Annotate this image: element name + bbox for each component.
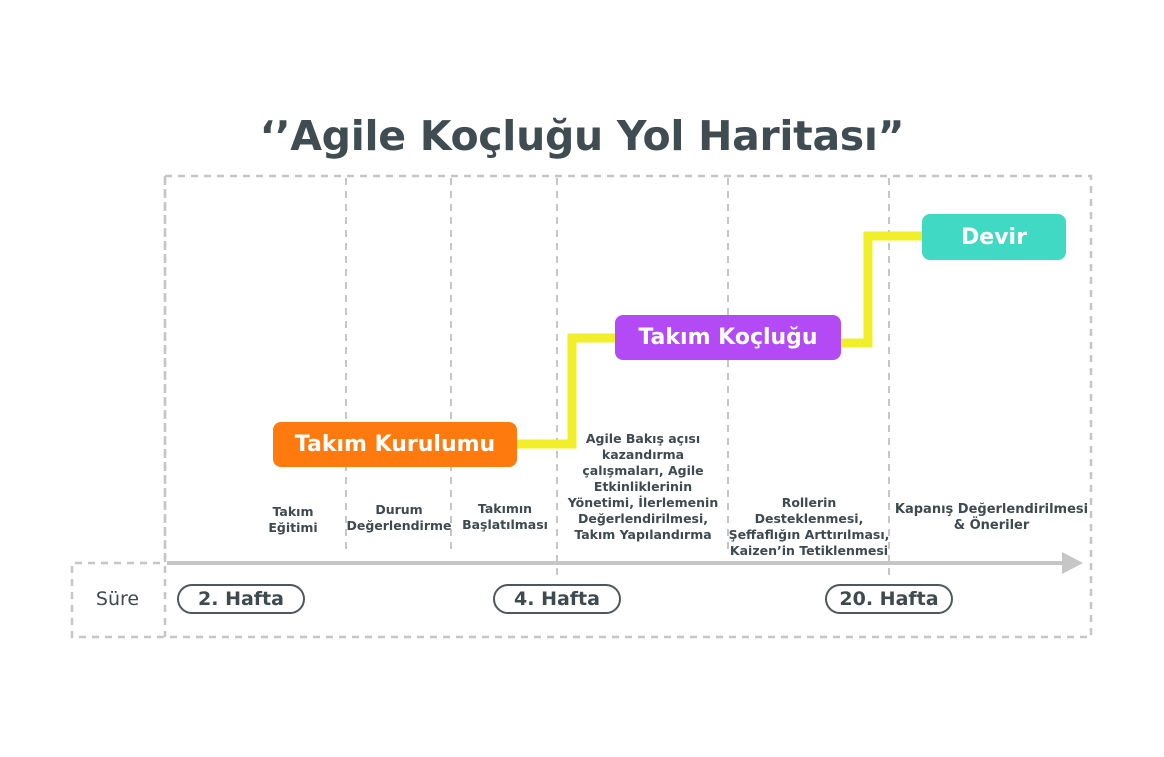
duration-label: Süre — [95, 588, 140, 610]
activity-line: kazandırma — [601, 447, 685, 462]
activity-line: Eğitimi — [268, 520, 318, 535]
activity-line: Kapanış Değerlendirilmesi — [894, 502, 1089, 517]
milestone-week-2: 2. Hafta — [177, 584, 305, 614]
timeline-arrow-head — [1062, 552, 1083, 574]
page-title: ‘’Agile Koçluğu Yol Haritası” — [259, 112, 905, 160]
step-team-setup: Takım Kurulumu — [273, 422, 517, 467]
activity-line: çalışmaları, Agile — [582, 463, 704, 478]
activity-role-support: Rollerin Desteklenmesi, Şeffaflığın Artt… — [728, 495, 890, 559]
activity-closing-review: Kapanış Değerlendirilmesi & Öneriler — [890, 502, 1093, 534]
progress-path — [517, 231, 922, 449]
activity-line: Agile Bakış açısı — [585, 431, 701, 446]
activity-team-training: Takım Eğitimi — [240, 504, 346, 536]
activity-situation-assessment: Durum Değerlendirme — [346, 502, 452, 534]
activity-line: Rollerin Desteklenmesi, — [754, 495, 864, 526]
step-team-coaching: Takım Koçluğu — [615, 315, 841, 360]
activity-line: & Öneriler — [953, 518, 1030, 533]
activity-line: Değerlendirme — [346, 518, 452, 533]
activity-agile-mindset: Agile Bakış açısı kazandırma çalışmaları… — [558, 431, 728, 543]
activity-line: Kaizen’in Tetiklenmesi — [729, 543, 889, 558]
activity-line: Başlatılması — [462, 517, 548, 532]
step-handover: Devir — [922, 214, 1066, 260]
activity-line: Şeffaflığın Arttırılması, — [728, 527, 890, 542]
activity-line: Takım — [272, 504, 314, 519]
activity-line: Yönetimi, İlerlemenin — [567, 495, 719, 510]
milestone-week-20: 20. Hafta — [825, 584, 953, 614]
activity-line: Takımın — [477, 501, 533, 516]
activity-line: Takım Yapılandırma — [574, 527, 712, 542]
activity-team-launch: Takımın Başlatılması — [452, 501, 558, 533]
outer-frame — [70, 174, 1093, 639]
activity-line: Etkinliklerinin — [593, 479, 693, 494]
activity-line: Değerlendirilmesi, — [577, 511, 709, 526]
milestone-week-4: 4. Hafta — [493, 584, 621, 614]
activity-line: Durum — [375, 502, 423, 517]
